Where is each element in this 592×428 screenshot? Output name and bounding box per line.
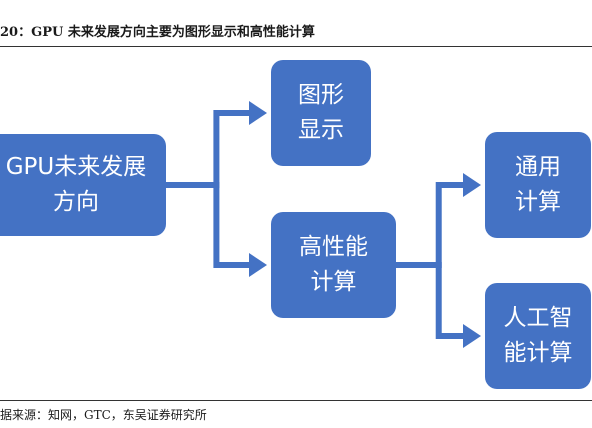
connector-root-to-hpc <box>166 182 250 268</box>
title-rule <box>0 46 592 47</box>
connector-root-to-graphics <box>166 110 250 188</box>
figure-title: 20：GPU 未来发展方向主要为图形显示和高性能计算 <box>0 25 315 40</box>
connector-hpc-to-general <box>396 182 464 268</box>
connector-hpc-to-ai <box>396 262 464 339</box>
node-ai-computing: 人工智 能计算 <box>485 283 591 389</box>
node-graphics-line2: 显示 <box>298 117 344 143</box>
node-general-line1: 通用 <box>515 154 561 180</box>
node-hpc-line1: 高性能 <box>299 234 368 260</box>
source-rule <box>0 400 592 401</box>
node-graphics-line1: 图形 <box>298 82 344 108</box>
arrowhead-root-to-hpc <box>249 253 267 277</box>
node-root-line1: GPU未来发展 <box>5 154 147 180</box>
arrowhead-hpc-to-ai <box>463 324 481 348</box>
node-gpu-future-direction: GPU未来发展 方向 <box>0 134 166 236</box>
arrowhead-hpc-to-general <box>463 173 481 197</box>
node-root-line2: 方向 <box>53 189 99 215</box>
arrowhead-root-to-graphics <box>249 101 267 125</box>
node-graphics-display: 图形 显示 <box>271 60 371 166</box>
node-general-line2: 计算 <box>515 189 561 215</box>
node-hpc-line2: 计算 <box>310 269 357 295</box>
node-ai-line2: 能计算 <box>503 340 573 366</box>
node-high-performance-computing: 高性能 计算 <box>271 212 396 318</box>
source-note: 据来源：知网，GTC，东吴证券研究所 <box>0 408 207 422</box>
node-ai-line1: 人工智 <box>503 305 573 331</box>
node-general-computing: 通用 计算 <box>485 132 591 238</box>
